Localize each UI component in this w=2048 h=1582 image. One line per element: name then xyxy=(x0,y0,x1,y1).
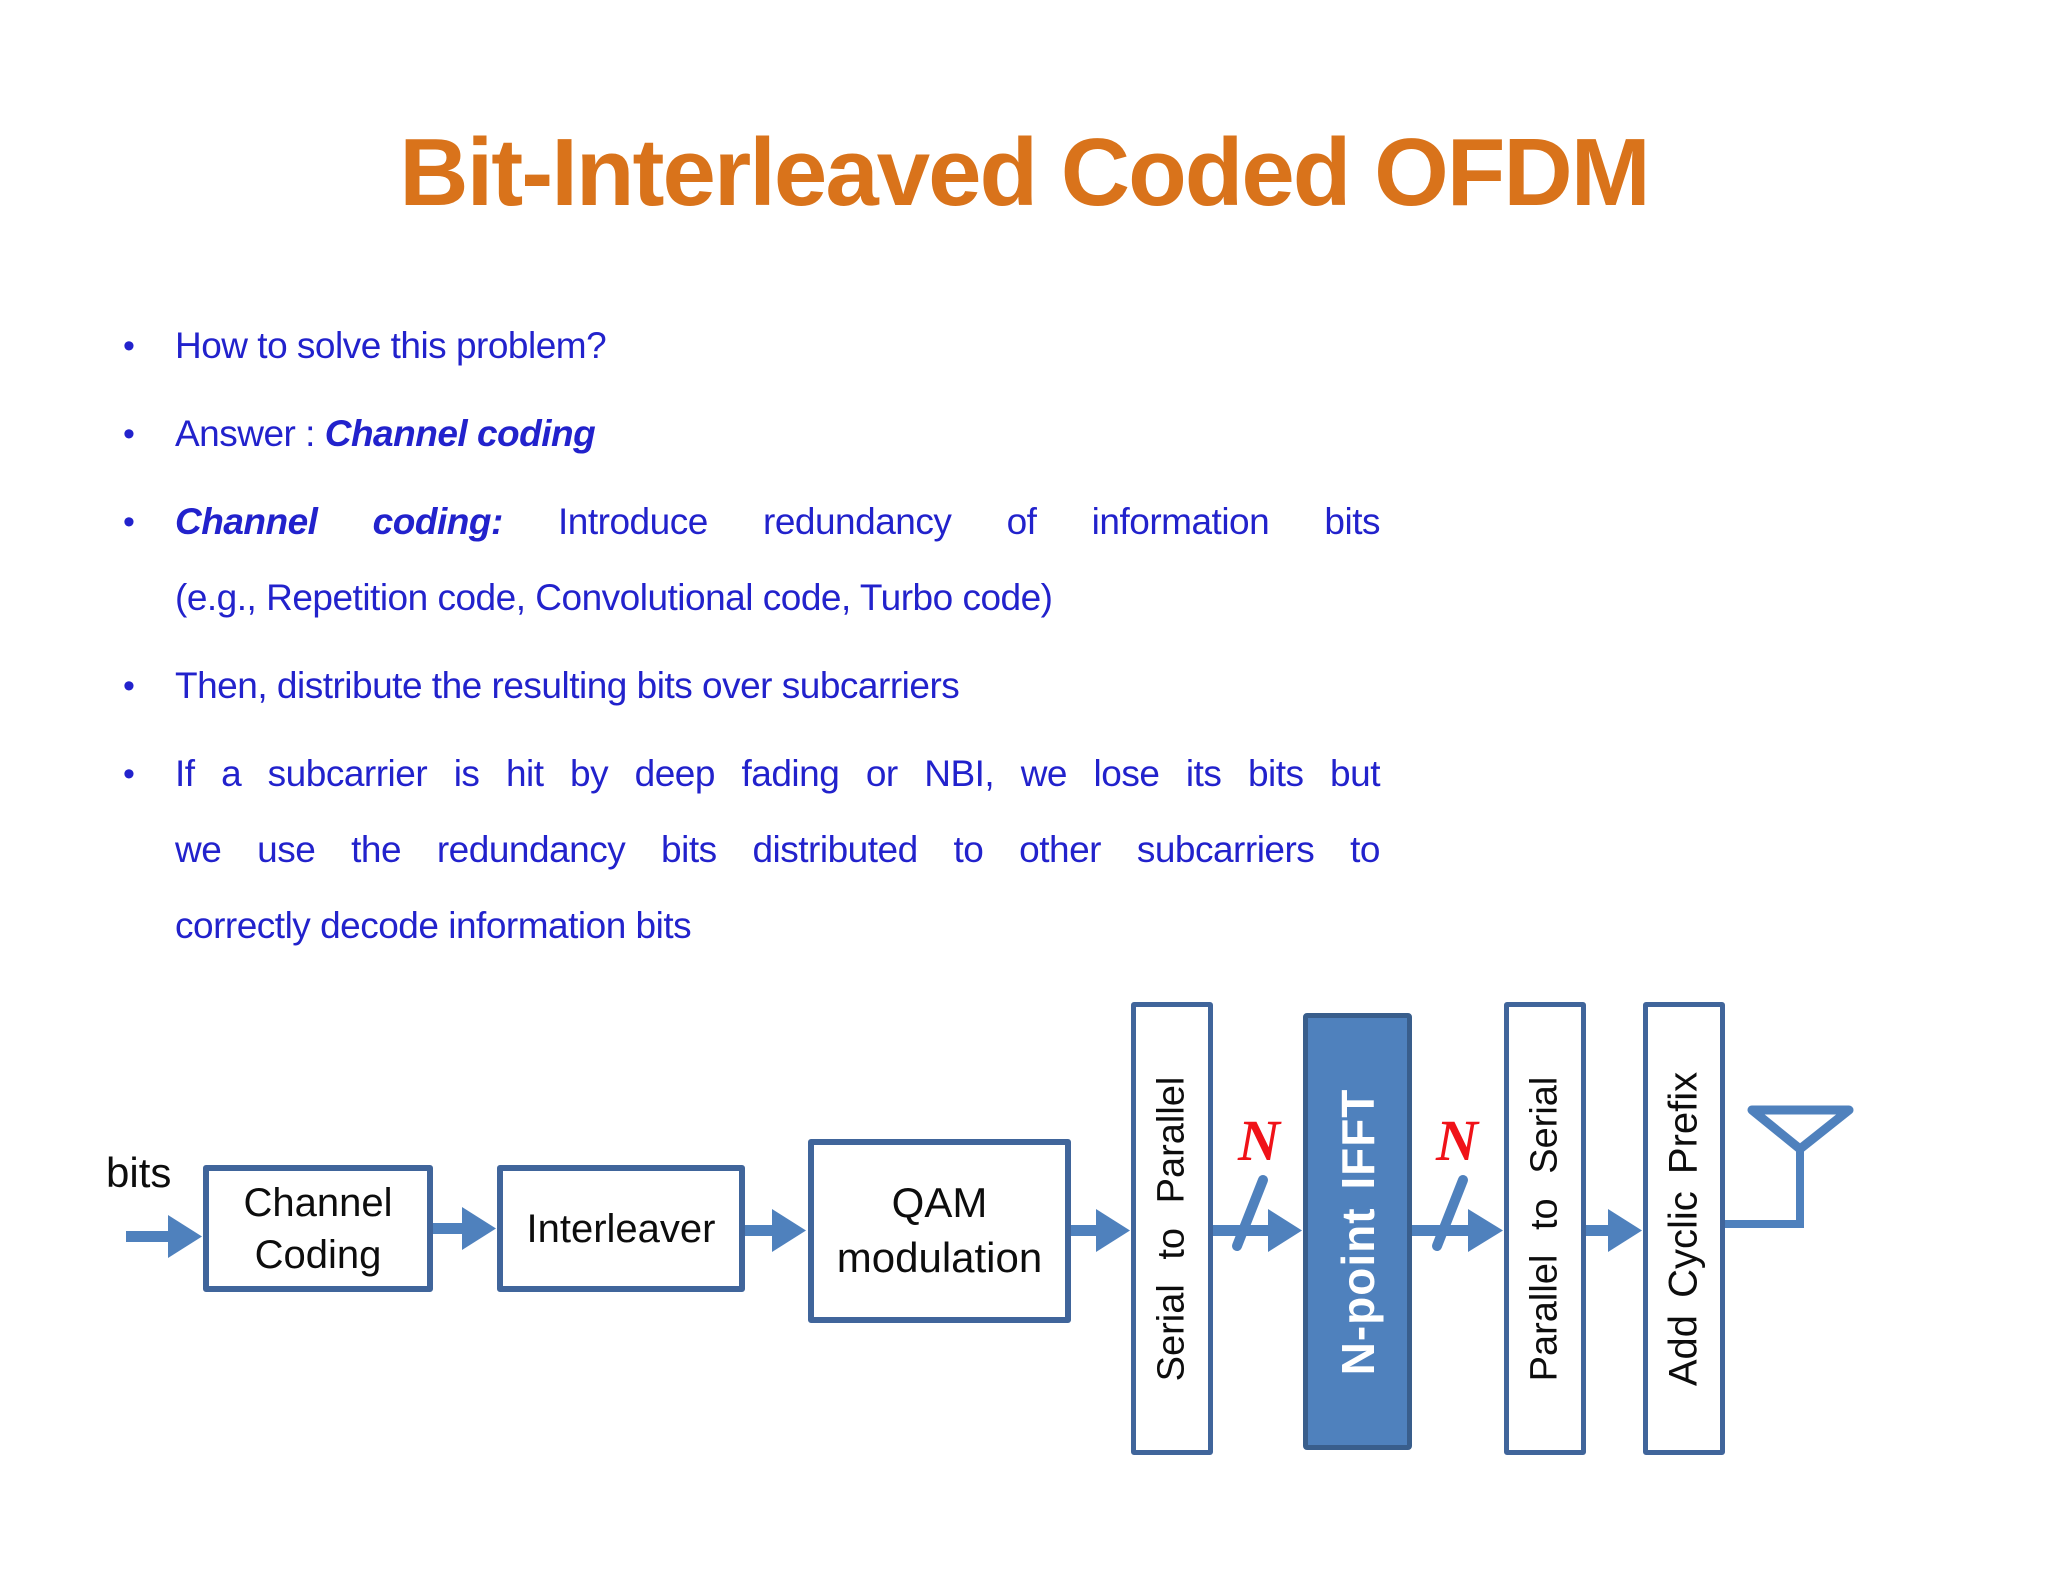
arrow-ifft-to-p2s xyxy=(1412,1209,1503,1252)
bullet-line: Answer : Channel coding xyxy=(175,413,596,454)
bus-slash-icon xyxy=(1232,1175,1268,1251)
bullet-list: • How to solve this problem? • Answer : Cha… xyxy=(123,308,1381,976)
block-channel-coding-label: Channel Coding xyxy=(243,1180,393,1277)
block-serial-to-parallel-label: Serial to Parallel xyxy=(1150,1076,1193,1381)
bus-width-label-n: N xyxy=(1238,1108,1280,1173)
bullet-line: (e.g., Repetition code, Convolutional co… xyxy=(175,577,1053,618)
block-parallel-to-serial-label: Parallel to Serial xyxy=(1523,1076,1566,1381)
bullet-marker: • xyxy=(123,755,135,793)
antenna-icon xyxy=(1725,1105,1854,1228)
arrow-qam-to-s2p xyxy=(1071,1209,1130,1252)
bullet-line: Channel coding: Introduce redundancy of … xyxy=(175,501,1381,542)
bullet-item: • If a subcarrier is hit by deep fading o… xyxy=(123,736,1381,964)
bullet-line: If a subcarrier is hit by deep fading or… xyxy=(175,753,1381,794)
bullet-marker: • xyxy=(123,327,135,365)
bullet-item: • Channel coding: Introduce redundancy of… xyxy=(123,484,1381,636)
bullet-line: correctly decode information bits xyxy=(175,905,692,946)
block-parallel-to-serial: Parallel to Serial xyxy=(1504,1002,1586,1455)
arrow-p2s-to-acp xyxy=(1586,1209,1642,1252)
bus-width-label-n: N xyxy=(1436,1108,1478,1173)
input-arrow xyxy=(126,1215,202,1258)
bullet-item: • Answer : Channel coding xyxy=(123,396,1380,472)
block-interleaver: Interleaver xyxy=(497,1165,745,1292)
bullet-marker: • xyxy=(123,415,135,453)
block-qam-modulation: QAM modulation xyxy=(808,1139,1071,1323)
bullet-item: • How to solve this problem? xyxy=(123,308,1380,384)
bullet-line: we use the redundancy bits distributed t… xyxy=(175,829,1381,870)
page-title: Bit-Interleaved Coded OFDM xyxy=(399,119,1650,226)
input-bits-label: bits xyxy=(106,1149,172,1196)
block-add-cyclic-prefix: Add Cyclic Prefix xyxy=(1643,1002,1725,1455)
bullet-line: Then, distribute the resulting bits over… xyxy=(175,665,960,706)
block-qam-modulation-label: QAM modulation xyxy=(836,1179,1043,1281)
arrow-interleaver-to-qam xyxy=(745,1209,806,1252)
block-serial-to-parallel: Serial to Parallel xyxy=(1131,1002,1213,1455)
bullet-marker: • xyxy=(123,667,135,705)
block-n-point-ifft-label: N-point IFFT xyxy=(1331,1088,1384,1375)
arrow-cc-to-interleaver xyxy=(433,1207,496,1250)
block-n-point-ifft: N-point IFFT xyxy=(1303,1013,1412,1450)
bullet-marker: • xyxy=(123,503,135,541)
block-add-cyclic-prefix-label: Add Cyclic Prefix xyxy=(1661,1071,1706,1386)
bullet-item: • Then, distribute the resulting bits ove… xyxy=(123,648,1380,724)
bullet-line: How to solve this problem? xyxy=(175,325,607,366)
block-interleaver-label: Interleaver xyxy=(526,1206,716,1251)
block-channel-coding: Channel Coding xyxy=(203,1165,433,1292)
arrow-s2p-to-ifft xyxy=(1213,1209,1302,1252)
bus-slash-icon xyxy=(1432,1175,1468,1251)
